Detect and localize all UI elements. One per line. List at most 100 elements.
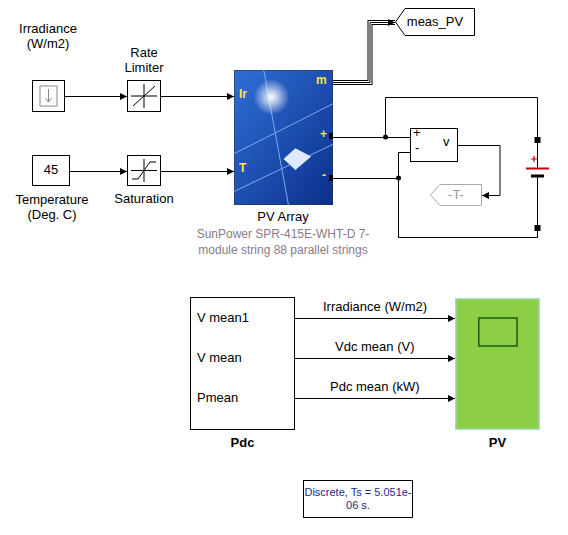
block-label: Pdc: [190, 436, 295, 451]
block-label: -: [322, 169, 332, 183]
arrow-head: [448, 355, 455, 362]
goto-tag: meas_PV: [395, 8, 475, 36]
block-outline: [128, 156, 161, 186]
panel-face: [234, 70, 333, 205]
port-terminal: [329, 133, 333, 139]
block-label: Ir: [239, 88, 259, 102]
wire: [161, 171, 234, 172]
subsystem-block: V mean1V meanPmeanPdc: [190, 297, 295, 430]
signal-line: [161, 93, 234, 100]
block-label: m: [316, 74, 330, 88]
scope-screen: [479, 318, 517, 346]
signal-icon: [46, 89, 52, 102]
pv-array-block: IrTm+-PV ArraySunPower SPR-415E-WHT-D 7-…: [234, 70, 333, 205]
signal-line: [295, 315, 455, 322]
bus-line: [333, 23, 395, 83]
signal-line: [295, 355, 455, 362]
powergui-block: Discrete, Ts = 5.051e-06 s.: [303, 480, 413, 518]
signal-line: [295, 395, 455, 402]
block-label: +: [413, 126, 425, 141]
sun-glare: [284, 148, 312, 170]
block-label: +: [320, 128, 332, 142]
block-label: Temperature (Deg. C): [2, 193, 102, 223]
wire: [70, 171, 127, 172]
text-center: -T-: [430, 184, 482, 206]
scope-body: [456, 299, 540, 430]
saturation-block: Saturation: [127, 155, 161, 186]
wire: [161, 96, 234, 97]
signal-source: Irradiance (W/m2): [32, 80, 65, 112]
sat-shape: [127, 155, 161, 186]
arrow-head: [448, 315, 455, 322]
block-label: -: [415, 141, 427, 156]
signal-icon: [40, 86, 57, 106]
voltage-measurement: +- v: [410, 128, 458, 162]
ramp-icon: [131, 84, 157, 108]
wire: [65, 96, 127, 97]
arrow-head: [388, 19, 395, 26]
pv-shape: [234, 70, 333, 205]
rate-limiter-block: Rate Limiter: [127, 80, 161, 112]
panel-grid: [234, 70, 333, 205]
arrow-head: [120, 93, 127, 100]
block-text: Discrete, Ts = 5.051e-06 s.: [303, 486, 413, 511]
block-label: SunPower SPR-415E-WHT-D 7-module string …: [193, 227, 373, 258]
junction-dot: [396, 176, 401, 181]
signal-line: [65, 93, 127, 100]
wire: [295, 398, 455, 399]
block-outline: [191, 298, 295, 430]
signal-line: [161, 168, 234, 175]
bus-line: [333, 23, 395, 83]
block-text: meas_PV: [407, 15, 463, 30]
signal-line: [70, 168, 127, 175]
block-outline: [304, 481, 413, 518]
block-label: Pmean: [197, 391, 277, 406]
junction-dot: [383, 135, 388, 140]
positive-rail: [386, 98, 538, 169]
arrow-head: [482, 192, 489, 199]
block-outline: [33, 81, 65, 112]
block-label: T: [239, 162, 259, 176]
tag-outline: [431, 185, 482, 206]
block-label: PV Array: [203, 210, 363, 225]
arrow-head: [120, 168, 127, 175]
wire: [333, 153, 410, 179]
wire: [333, 137, 410, 138]
bus-line: [333, 23, 395, 83]
block-label: V mean: [197, 351, 277, 366]
saturation-icon: [131, 159, 157, 182]
signal-line: [333, 19, 395, 83]
block-label: V mean1: [197, 311, 277, 326]
signal-line: [333, 137, 410, 138]
signal-label: Pdc mean (kW): [328, 380, 422, 395]
sun-glare: [254, 79, 290, 115]
block-outline: [128, 81, 161, 112]
src-shape: [32, 80, 65, 112]
wire: [295, 358, 455, 359]
signal-line: [333, 153, 410, 179]
signal-label: Vdc mean (V): [333, 340, 416, 355]
block-text: -T-: [448, 188, 464, 203]
arrow-head: [227, 93, 234, 100]
block-label: Saturation: [100, 192, 188, 207]
dc-voltage-source: [526, 137, 549, 231]
tag-outline: [396, 9, 475, 36]
negative-rail: [399, 178, 538, 238]
block-label: Rate Limiter: [114, 46, 174, 76]
arrow-head: [448, 395, 455, 402]
text-center: Discrete, Ts = 5.051e-06 s.: [303, 480, 413, 518]
port-terminal: [329, 175, 333, 181]
constant-block: 45Temperature (Deg. C): [32, 155, 70, 186]
block-label: Irradiance (W/m2): [10, 22, 86, 52]
scope-shape: [455, 298, 540, 430]
arrow-head: [227, 168, 234, 175]
block-text: 45: [44, 163, 58, 178]
text-center: 45: [33, 156, 69, 185]
block-label: v: [443, 135, 455, 150]
wire: [295, 318, 455, 319]
text-center: meas_PV: [395, 8, 475, 36]
rate-shape: [127, 80, 161, 112]
signal-label: Irradiance (W/m2): [321, 300, 429, 315]
block-label: PV: [455, 436, 540, 451]
